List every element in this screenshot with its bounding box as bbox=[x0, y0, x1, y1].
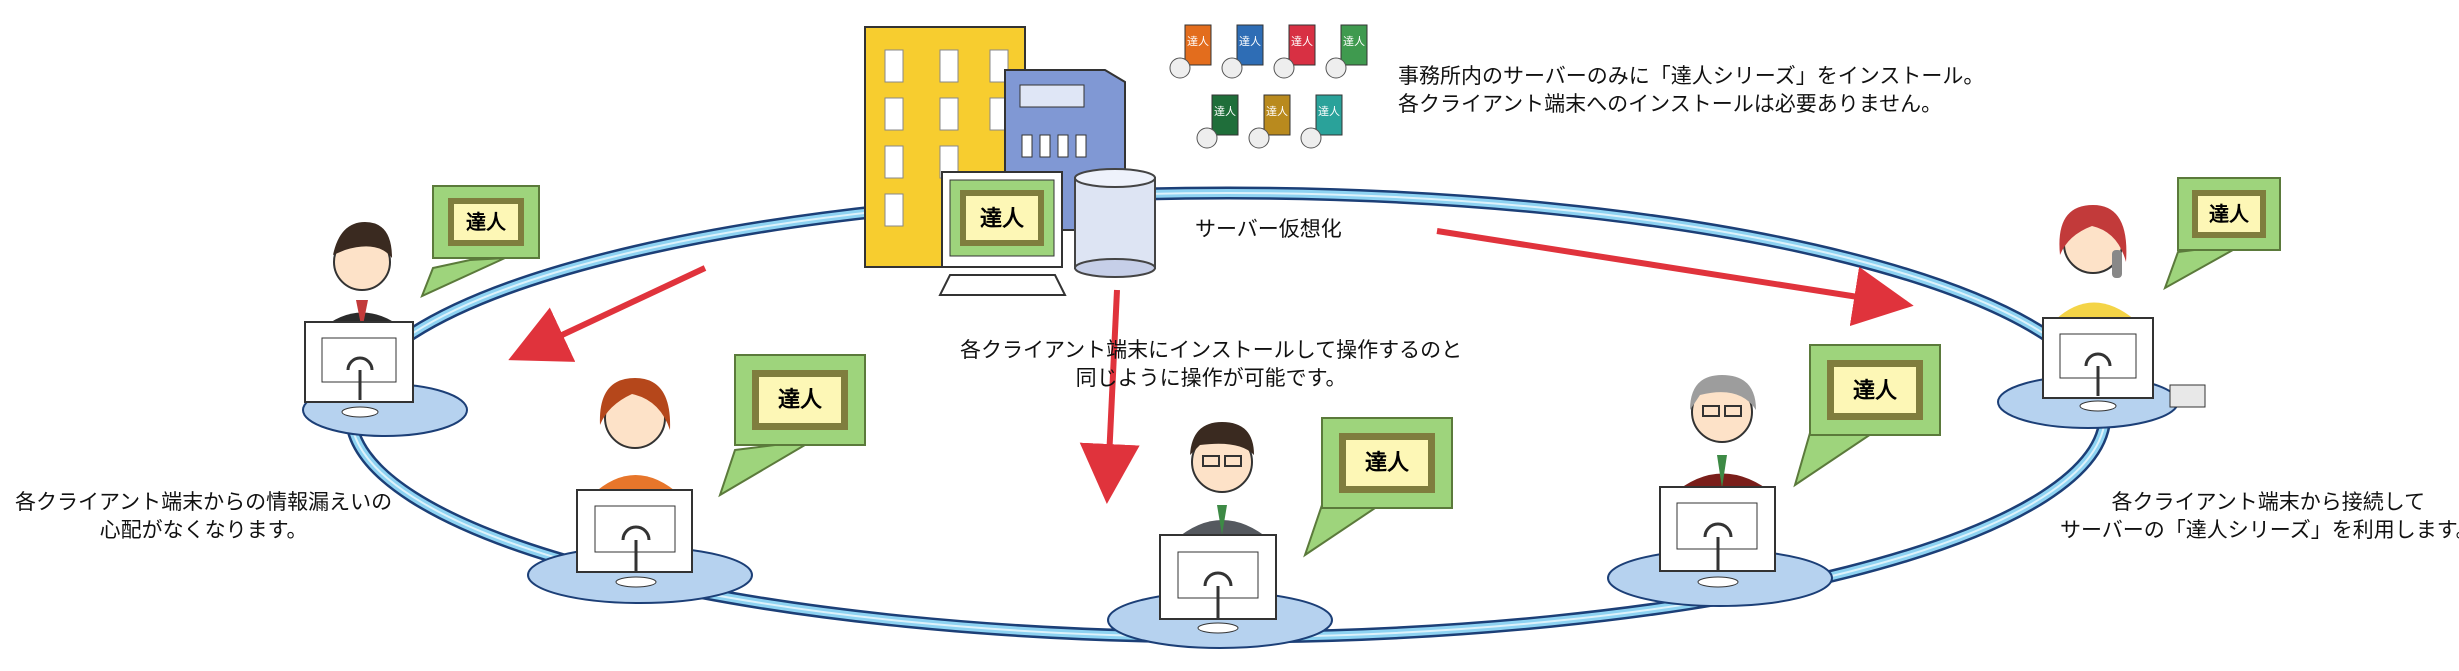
package-icon: 達人 bbox=[1300, 94, 1343, 149]
package-icon: 達人 bbox=[1169, 24, 1212, 79]
monitor-icon bbox=[1159, 534, 1277, 634]
virtualization-caption: サーバー仮想化 bbox=[1195, 217, 1342, 241]
svg-text:達人: 達人 bbox=[1187, 35, 1209, 48]
arrow-to-center-client bbox=[1079, 289, 1140, 504]
package-icon: 達人 bbox=[1248, 94, 1291, 149]
svg-text:達人: 達人 bbox=[466, 210, 507, 234]
monitor-icon bbox=[576, 489, 693, 588]
client-workstation: 達人 bbox=[302, 185, 540, 437]
speech-bubble-icon: 達人 bbox=[1793, 344, 1941, 488]
telephone-icon bbox=[2169, 384, 2206, 408]
client-workstation: 達人 bbox=[1607, 344, 1941, 607]
install-caption-line-2: 各クライアント端末へのインストールは必要ありません。 bbox=[1398, 92, 1943, 116]
speech-bubble-icon: 達人 bbox=[1303, 417, 1453, 558]
monitor-icon bbox=[2042, 317, 2154, 412]
svg-text:達人: 達人 bbox=[778, 387, 822, 413]
speech-bubble-icon: 達人 bbox=[420, 185, 540, 298]
install-caption: 事務所内のサーバーのみに「達人シリーズ」をインストール。 各クライアント端末への… bbox=[1398, 62, 1984, 118]
svg-text:達人: 達人 bbox=[1365, 450, 1409, 476]
arrow-to-right-client bbox=[1436, 228, 1914, 327]
same-operation-line-1: 各クライアント端末にインストールして操作するのと bbox=[960, 338, 1463, 362]
client-workstation: 達人 bbox=[1107, 417, 1453, 649]
svg-text:達人: 達人 bbox=[1291, 35, 1313, 48]
package-icon: 達人 bbox=[1221, 24, 1264, 79]
speech-bubble-icon: 達人 bbox=[718, 354, 866, 498]
person-icon bbox=[2055, 205, 2135, 330]
client-workstation: 達人 bbox=[527, 354, 866, 604]
svg-text:達人: 達人 bbox=[1266, 105, 1288, 118]
person-icon bbox=[1175, 422, 1270, 548]
svg-text:達人: 達人 bbox=[1214, 105, 1236, 118]
server-monitor-icon: 達人 bbox=[938, 171, 1067, 296]
arrow-to-left-client bbox=[508, 265, 707, 362]
person-icon bbox=[1672, 375, 1775, 505]
client-workstation: 達人 bbox=[1997, 177, 2281, 429]
database-icon bbox=[1074, 168, 1156, 278]
red-arrows bbox=[508, 228, 1914, 504]
package-icon: 達人 bbox=[1273, 24, 1316, 79]
monitor-icon bbox=[304, 321, 414, 418]
package-icon: 達人 bbox=[1196, 94, 1239, 149]
svg-text:達人: 達人 bbox=[1853, 378, 1897, 404]
connect-caption: 各クライアント端末から接続して サーバーの「達人シリーズ」を利用します。 bbox=[2060, 488, 2459, 544]
svg-text:達人: 達人 bbox=[2209, 202, 2250, 226]
same-operation-caption: 各クライアント端末にインストールして操作するのと 同じように操作が可能です。 bbox=[960, 336, 1462, 392]
no-leak-line-2: 心配がなくなります。 bbox=[99, 518, 308, 542]
no-leak-line-1: 各クライアント端末からの情報漏えいの bbox=[15, 490, 393, 514]
no-leak-caption: 各クライアント端末からの情報漏えいの 心配がなくなります。 bbox=[15, 488, 392, 544]
connect-line-1: 各クライアント端末から接続して bbox=[2111, 490, 2426, 514]
software-package-icons: 達人 達人 達人 達人 達人 達人 達人 bbox=[1169, 24, 1368, 149]
server-badge-label: 達人 bbox=[980, 206, 1024, 232]
install-caption-line-1: 事務所内のサーバーのみに「達人シリーズ」をインストール。 bbox=[1398, 64, 1985, 88]
svg-text:達人: 達人 bbox=[1343, 35, 1365, 48]
same-operation-line-2: 同じように操作が可能です。 bbox=[1075, 366, 1347, 390]
monitor-icon bbox=[1659, 486, 1776, 588]
speech-bubble-icon: 達人 bbox=[2163, 177, 2281, 291]
connect-line-2: サーバーの「達人シリーズ」を利用します。 bbox=[2060, 518, 2459, 542]
person-icon bbox=[592, 378, 680, 505]
svg-text:達人: 達人 bbox=[1318, 105, 1340, 118]
svg-text:達人: 達人 bbox=[1239, 35, 1261, 48]
package-icon: 達人 bbox=[1325, 24, 1368, 79]
